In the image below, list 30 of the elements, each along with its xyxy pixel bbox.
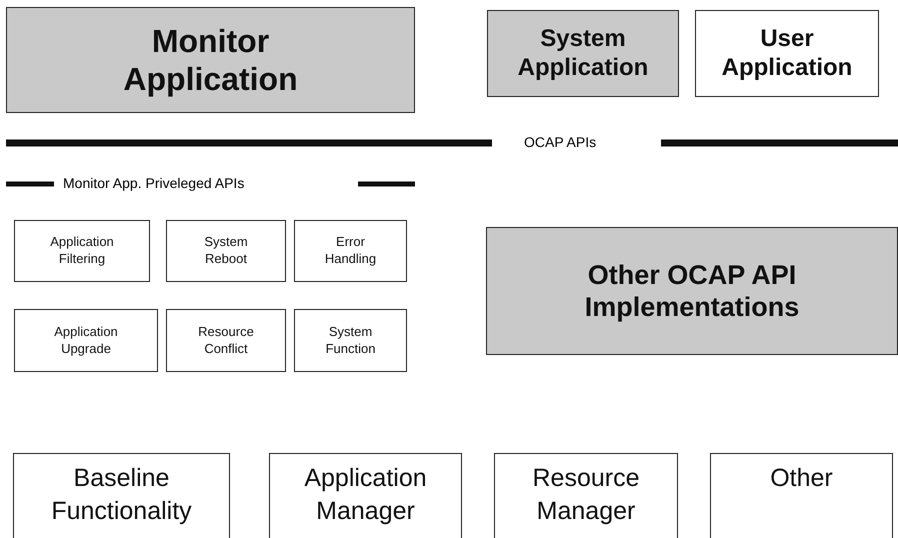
- box-text: Application Upgrade: [53, 324, 119, 358]
- box-text: System Application: [516, 24, 650, 82]
- function-box: [294, 309, 407, 372]
- box-text: Application Filtering: [49, 234, 115, 268]
- box-text: Other OCAP API Implementations: [584, 258, 800, 324]
- module-box: [494, 453, 678, 538]
- function-box: [14, 309, 158, 372]
- api-label: OCAP APIs: [524, 134, 596, 150]
- box-text: Monitor Application: [122, 22, 299, 98]
- box-text: Error Handling: [324, 234, 378, 268]
- box-text: User Application: [720, 24, 854, 82]
- box-text: Resource Manager: [532, 463, 640, 526]
- box-text: Application Manager: [303, 463, 428, 526]
- function-box: [166, 220, 286, 282]
- box-text: System Function: [324, 324, 376, 358]
- box-text: Other: [770, 463, 833, 494]
- box-text: System Reboot: [203, 234, 249, 268]
- box-text: Resource Conflict: [197, 324, 255, 358]
- shaded-box: [486, 227, 898, 355]
- function-box: [14, 220, 150, 282]
- api-label: Monitor App. Priveleged APIs: [63, 175, 244, 191]
- function-box: [294, 220, 407, 282]
- module-box: [269, 453, 462, 538]
- shaded-box: [6, 7, 415, 113]
- box-text: Baseline Functionality: [50, 463, 193, 526]
- application-box: [695, 10, 879, 97]
- module-box: [710, 453, 893, 538]
- module-box: [13, 453, 230, 538]
- shaded-box: [487, 10, 679, 97]
- function-box: [166, 309, 286, 372]
